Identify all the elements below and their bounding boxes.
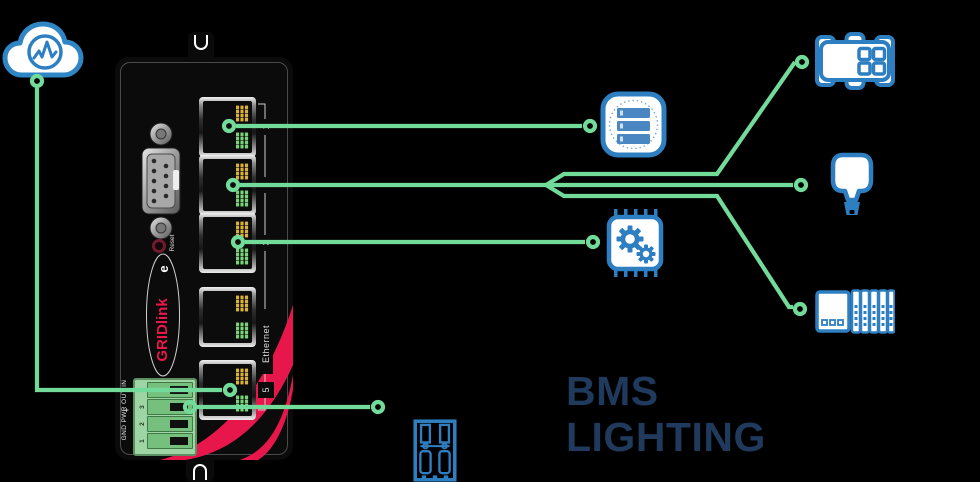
port-number-2: 2: [258, 177, 274, 193]
terminal-slot: [170, 419, 188, 428]
port-led-block: [236, 248, 249, 265]
ethernet-group-label: Ethernet: [259, 314, 273, 374]
power-terminal-block: 4 3 2 1: [133, 378, 197, 456]
terminal-pin-row: 4: [137, 382, 193, 398]
caption-line-bms: BMS: [566, 368, 659, 414]
caption-text: BMS LIGHTING: [566, 368, 766, 460]
terminal-pin-row: 2: [137, 416, 193, 432]
port-number-1: 1: [258, 119, 274, 135]
port-number-5: 5: [258, 382, 274, 398]
server-icon: [600, 91, 667, 158]
port-contacts: [236, 295, 249, 312]
power-polarity-label: +: [121, 407, 131, 413]
port-contacts: [236, 221, 249, 238]
port-number-3: 3: [258, 235, 274, 251]
terminal-slot: [170, 385, 188, 394]
electrical-panel-icon: [413, 419, 457, 482]
ethernet-bracket: [258, 103, 266, 411]
connector-ring: [370, 399, 386, 415]
connector-ring: [794, 54, 810, 70]
terminal-slot: [170, 436, 188, 445]
port-contacts: [236, 105, 249, 122]
terminal-cell: [147, 382, 193, 398]
connector-ring: [792, 301, 808, 317]
terminal-slot: [170, 402, 188, 411]
line-branch-plc: [544, 183, 793, 310]
line-branch-controller: [544, 60, 797, 187]
port-led-block: [236, 322, 249, 339]
port-contacts: [236, 368, 249, 385]
terminal-cell: [147, 416, 193, 432]
chip-gears-icon: [604, 208, 666, 278]
terminal-pin-row: 3: [137, 399, 193, 415]
caption-line-lighting: LIGHTING: [566, 414, 766, 460]
port-contacts: [236, 163, 249, 180]
mount-tab-top: [188, 32, 214, 60]
port-led-block: [236, 132, 249, 149]
terminal-cell: [147, 399, 193, 415]
light-bulb-icon: [830, 152, 874, 218]
connector-ring: [582, 118, 598, 134]
connector-ring: [585, 234, 601, 250]
cloud-icon: [2, 12, 84, 90]
plc-rack-icon: [815, 289, 895, 334]
connector-ring: [793, 177, 809, 193]
bms-controller-icon: [815, 32, 895, 90]
gridlink-device: RS 232 Reset e GRIDlink 1 2 3 4 5 Ethern…: [115, 57, 293, 460]
terminal-cell: [147, 433, 193, 449]
port-led-block: [236, 190, 249, 207]
terminal-pin-row: 1: [137, 433, 193, 449]
